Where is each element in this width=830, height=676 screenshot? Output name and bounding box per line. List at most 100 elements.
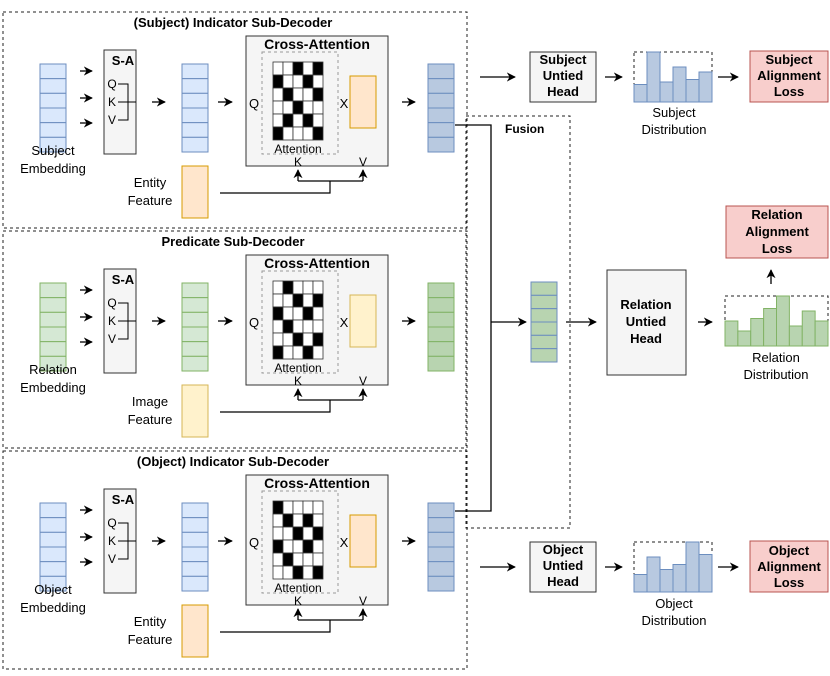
sa-v-label: V xyxy=(108,332,116,346)
vector-cell xyxy=(427,63,455,80)
ca-k-label: K xyxy=(294,155,302,169)
vector-cell xyxy=(427,575,455,592)
vector-cell xyxy=(530,294,558,310)
attention-cell xyxy=(292,280,304,295)
feature-vector xyxy=(181,165,209,219)
fusion-group: Fusion xyxy=(455,115,571,529)
vector-cell xyxy=(427,92,455,109)
vector-cell xyxy=(427,546,455,563)
object-distribution xyxy=(633,541,713,593)
attention-cell xyxy=(272,332,284,347)
distribution-bar xyxy=(672,564,687,593)
vector-cell xyxy=(427,326,455,343)
attention-cell xyxy=(272,319,284,334)
attention-cell xyxy=(272,100,284,115)
attention-cell xyxy=(292,526,304,541)
distribution-bar xyxy=(646,556,661,593)
distribution-bar xyxy=(801,310,816,347)
attention-cell xyxy=(272,552,284,567)
subject-head-label: Untied xyxy=(543,68,584,83)
attention-cell xyxy=(292,306,304,321)
vector-cell xyxy=(530,281,558,296)
attention-cell xyxy=(312,306,324,321)
attention-cell xyxy=(272,293,284,308)
distribution-bar xyxy=(685,79,700,103)
attention-cell xyxy=(302,500,314,515)
vector-cell xyxy=(39,326,67,343)
attention-cell xyxy=(282,319,294,334)
attention-cell xyxy=(312,319,324,334)
feature-vector xyxy=(181,384,209,438)
vector-cell xyxy=(181,546,209,563)
attention-cell xyxy=(272,565,284,580)
object-head-box xyxy=(529,541,597,593)
sa-merge-lines xyxy=(118,302,136,340)
distribution-bar xyxy=(672,66,687,103)
attention-cell xyxy=(282,345,294,360)
distribution-bar xyxy=(814,320,829,347)
attention-cell xyxy=(302,539,314,554)
attention-cell xyxy=(282,74,294,89)
object-loss-label: Loss xyxy=(774,575,804,590)
vector-cell xyxy=(530,348,558,363)
attention-cell xyxy=(272,306,284,321)
distribution-bar xyxy=(659,569,674,593)
attention-cell xyxy=(312,565,324,580)
attention-matrix xyxy=(272,280,324,360)
attention-dashed-box xyxy=(261,490,339,594)
distribution-bar xyxy=(685,541,700,593)
attention-cell xyxy=(292,87,304,102)
vector-cell xyxy=(530,334,558,350)
vector-cell xyxy=(39,107,67,124)
vector-cell xyxy=(181,502,209,519)
kv-feed-lines xyxy=(220,619,363,633)
attention-cell xyxy=(272,74,284,89)
sub-decoder-predicate: Predicate Sub-DecoderRelationEmbeddingS-… xyxy=(2,230,468,449)
attention-label: Attention xyxy=(274,581,321,595)
distribution-bar xyxy=(750,318,765,347)
subject-loss-box xyxy=(749,50,829,103)
input-embedding-label: Subject xyxy=(31,143,75,158)
vector-cell xyxy=(39,311,67,328)
sa-q-label: Q xyxy=(107,296,116,310)
attention-cell xyxy=(272,526,284,541)
relation-distribution-label: Relation xyxy=(752,350,800,365)
sa-merge-lines xyxy=(118,83,136,121)
attention-cell xyxy=(272,345,284,360)
attention-cell xyxy=(302,332,314,347)
fused-relation-vector xyxy=(530,281,558,363)
attention-cell xyxy=(312,526,324,541)
ca-v-label: V xyxy=(359,155,367,169)
attention-cell xyxy=(282,539,294,554)
sa-q-label: Q xyxy=(107,516,116,530)
input-embedding-label: Embedding xyxy=(20,161,86,176)
attention-cell xyxy=(302,61,314,76)
attention-cell xyxy=(312,113,324,128)
attention-cell xyxy=(292,345,304,360)
feature-label: Feature xyxy=(128,193,173,208)
distribution-bar xyxy=(763,308,777,347)
attention-cell xyxy=(292,113,304,128)
object-distribution-label: Object xyxy=(655,596,693,611)
attention-cell xyxy=(312,126,324,141)
input-embedding-label: Embedding xyxy=(20,380,86,395)
distribution-bar xyxy=(633,574,648,593)
value-vector xyxy=(349,514,377,568)
vector-cell xyxy=(427,78,455,94)
subject-loss-label: Loss xyxy=(774,84,804,99)
distribution-bar xyxy=(633,84,648,103)
attention-cell xyxy=(282,100,294,115)
vector-cell xyxy=(427,355,455,372)
vector-cell xyxy=(427,136,455,153)
attention-cell xyxy=(282,500,294,515)
output-vector xyxy=(427,282,455,372)
vector-cell xyxy=(181,355,209,372)
attention-cell xyxy=(302,513,314,528)
feature-label: Entity xyxy=(134,175,167,190)
vector-cell xyxy=(530,321,558,336)
attention-cell xyxy=(302,319,314,334)
fusion-label: Fusion xyxy=(505,122,544,136)
relation-loss-label: Relation xyxy=(751,207,802,222)
relation-distribution xyxy=(724,295,829,347)
object-loss-label: Alignment xyxy=(757,559,821,574)
